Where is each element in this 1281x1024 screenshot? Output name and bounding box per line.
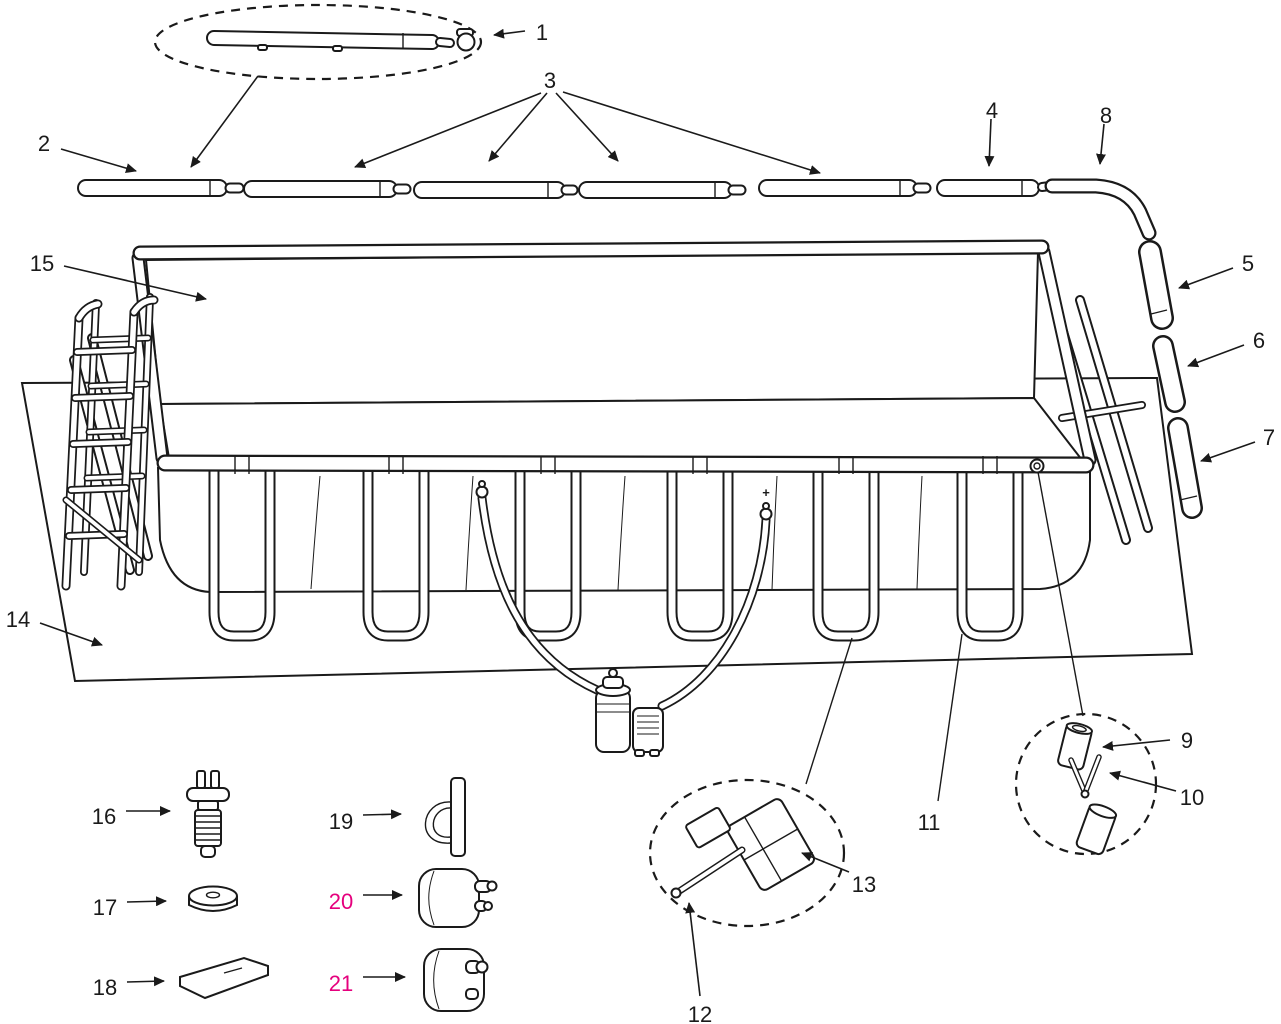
- rail-part-3: [758, 179, 932, 197]
- drain-valve-part-16: [186, 770, 230, 858]
- ladder: [61, 293, 159, 591]
- arrow-to-part-18: [126, 976, 165, 987]
- arrow-to-part-8: [1096, 123, 1106, 165]
- arrow-to-part-3: [562, 91, 821, 175]
- pool-leg: [666, 460, 734, 642]
- arrow-to-part-14: [39, 622, 103, 647]
- plus-mark: +: [762, 485, 770, 500]
- leader-lines: [39, 28, 1256, 997]
- callout-label-9: 9: [1181, 728, 1193, 753]
- pool-top-frame: [131, 239, 1097, 474]
- top-rails-row: [77, 179, 1040, 199]
- arrow-to-part-15: [63, 265, 207, 302]
- pool-front-wall: [156, 466, 1091, 594]
- callout-label-6: 6: [1253, 328, 1265, 353]
- rail-part-3: [243, 180, 412, 198]
- arrow-to-part-7: [1200, 441, 1256, 463]
- arrow-to-part-19: [362, 809, 402, 820]
- rail-part-2: [77, 179, 245, 197]
- rail-cap-part-1: [456, 28, 476, 52]
- callout-label-19: 19: [329, 809, 353, 834]
- callout-label-14: 14: [6, 607, 30, 632]
- arrow-to-part-2: [60, 148, 137, 173]
- arrow-from-detail-1: [190, 75, 259, 168]
- arrow-to-part-5: [1178, 267, 1234, 290]
- leg-tube-part-7: [1167, 417, 1203, 519]
- pool-legs: [208, 460, 1024, 642]
- filter-pump: [595, 668, 664, 757]
- filter-pump-assembly: +: [475, 480, 773, 757]
- callout-label-18: 18: [93, 975, 117, 1000]
- callout-label-13: 13: [852, 872, 876, 897]
- washer-part-17: [188, 885, 238, 912]
- pool-leg: [956, 460, 1024, 642]
- t-joint-part-13: [685, 798, 816, 891]
- detail-callout-part-1: [153, 3, 483, 81]
- detail-callout-pins: [1014, 471, 1158, 856]
- callout-label-11: 11: [918, 810, 941, 835]
- callout-label-3: 3: [544, 68, 556, 93]
- rail-part-4: [936, 179, 1040, 197]
- leg-cap-part-9: [1057, 722, 1094, 771]
- rim-clip: [1029, 458, 1045, 474]
- callout-label-5: 5: [1242, 251, 1254, 276]
- u-pin-part-10: [1068, 754, 1102, 799]
- callout-label-16: 16: [92, 804, 116, 829]
- pool-liner: [144, 250, 1085, 466]
- leg-tube-part-5: [1138, 240, 1174, 330]
- leg-tube-part-6: [1152, 335, 1186, 413]
- pool-leg: [812, 460, 880, 642]
- arrow-to-part-4: [984, 118, 995, 167]
- bracket-part-19: [424, 777, 466, 857]
- clip-part-21: [423, 948, 489, 1012]
- arrow-to-part-3: [488, 92, 548, 162]
- line-to-part-11: [937, 633, 963, 802]
- arrow-to-part-9: [1102, 739, 1171, 751]
- callout-label-4: 4: [986, 98, 998, 123]
- rim-joint-ticks: [234, 456, 998, 474]
- pool-leg: [362, 460, 430, 642]
- rail-part-3: [413, 181, 579, 199]
- arrow-to-part-3: [555, 92, 619, 162]
- arrow-to-part-3: [354, 92, 542, 168]
- wall-hose-connector: [475, 480, 489, 499]
- callout-labels: 1 2 3 4 5 6 7 8 9 10 11 12 13 14 15 16 1…: [6, 20, 1275, 1024]
- arrow-to-part-13: [801, 852, 850, 873]
- arrow-to-part-6: [1187, 344, 1245, 368]
- pool-leg: [208, 460, 276, 642]
- callout-label-2: 2: [38, 131, 50, 156]
- callout-label-15: 15: [30, 251, 54, 276]
- wall-hose-connector: +: [759, 485, 773, 521]
- callout-label-1: 1: [536, 20, 548, 45]
- detail-callout-joint: [648, 637, 853, 928]
- callout-label-17: 17: [93, 895, 117, 920]
- arrow-to-part-10: [1109, 770, 1177, 792]
- arrow-to-part-17: [126, 896, 167, 907]
- callout-label-8: 8: [1100, 103, 1112, 128]
- callout-label-10: 10: [1180, 785, 1204, 810]
- arrow-to-part-1: [493, 28, 526, 39]
- arrow-to-part-12: [685, 902, 701, 997]
- rail-part-3: [578, 181, 747, 199]
- joint-pin-part-12: [670, 846, 746, 899]
- clip-part-20: [418, 868, 498, 928]
- plate-part-18: [179, 956, 269, 1000]
- corner-elbow-part-8: [1037, 178, 1157, 241]
- callout-label-20: 20: [329, 889, 353, 914]
- callout-label-21: 21: [329, 971, 353, 996]
- leg-cap-lower: [1075, 803, 1118, 856]
- callout-label-12: 12: [688, 1002, 712, 1024]
- callout-label-7: 7: [1263, 425, 1275, 450]
